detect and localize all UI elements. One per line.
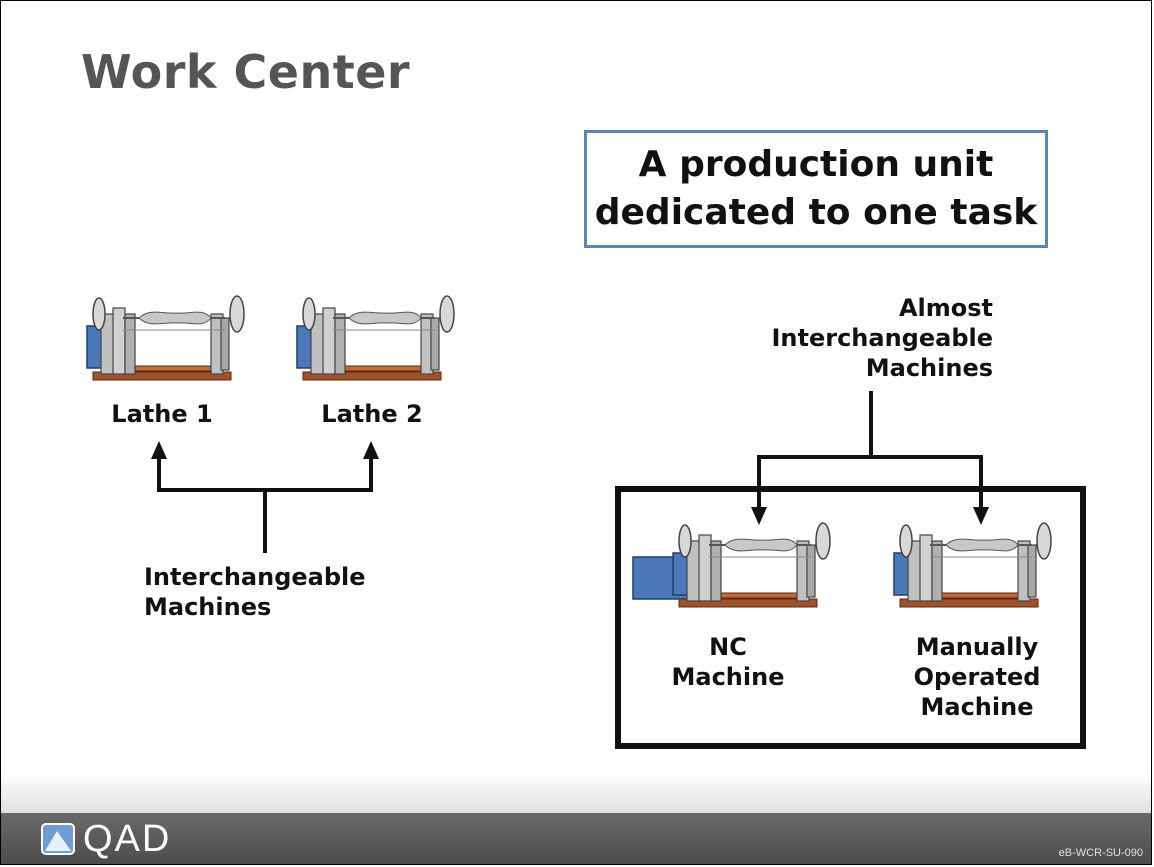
- nc-machine-label: NC Machine: [653, 632, 803, 692]
- interchangeable-caption: Interchangeable Machines: [144, 562, 366, 622]
- interchangeable-line-2: Machines: [144, 593, 272, 621]
- work-center-box: [615, 486, 1086, 749]
- manual-line-1: Manually: [915, 633, 1039, 661]
- footer-fade: [1, 771, 1151, 813]
- almost-line-3: Machines: [865, 354, 993, 382]
- arrow-to-nc-machine: [751, 507, 767, 525]
- almost-line-2: Interchangeable: [771, 324, 993, 352]
- manual-line-3: Machine: [920, 693, 1034, 721]
- footer-bar: [1, 813, 1151, 864]
- definition-line-2: dedicated to one task: [594, 192, 1038, 233]
- definition-box: A production unit dedicated to one task: [584, 130, 1048, 248]
- nc-line-1: NC: [709, 633, 747, 661]
- arrow-to-lathe-2: [363, 441, 379, 459]
- almost-line-1: Almost: [898, 294, 993, 322]
- left-connector: [157, 459, 373, 553]
- slide-title: Work Center: [81, 45, 411, 99]
- manual-machine-label: Manually Operated Machine: [897, 632, 1057, 722]
- definition-line-1: A production unit: [638, 144, 994, 185]
- lathe-1-label: Lathe 1: [111, 400, 213, 428]
- slide-code: eB-WCR-SU-090: [1058, 847, 1143, 859]
- qad-logo-text: QAD: [83, 818, 172, 860]
- right-connector: [757, 391, 983, 507]
- qad-logo-icon: [41, 823, 75, 855]
- manual-machine: [893, 522, 1052, 608]
- arrow-to-manual-machine: [973, 507, 989, 525]
- lathe-1-machine: [86, 295, 245, 381]
- almost-interchangeable-caption: Almost Interchangeable Machines: [741, 293, 993, 383]
- interchangeable-line-1: Interchangeable: [144, 563, 366, 591]
- nc-machine: [632, 522, 831, 608]
- nc-line-2: Machine: [671, 663, 785, 691]
- lathe-2-label: Lathe 2: [321, 400, 423, 428]
- lathe-2-machine: [296, 295, 455, 381]
- arrow-to-lathe-1: [151, 441, 167, 459]
- manual-line-2: Operated: [913, 663, 1041, 691]
